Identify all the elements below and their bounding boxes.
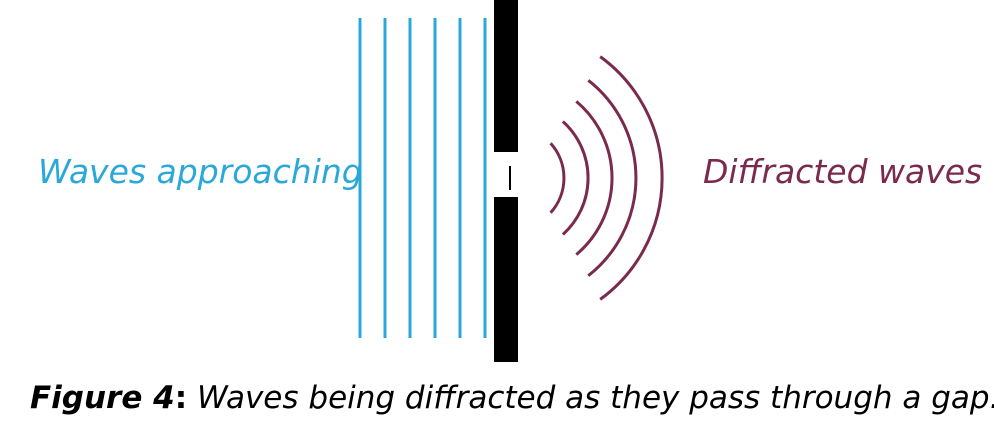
barrier-upper-section xyxy=(494,0,518,152)
incoming-wavefronts xyxy=(358,18,487,338)
diffracted-wavefronts xyxy=(549,55,664,301)
diffracted-wavefront xyxy=(549,142,566,214)
diffracted-waves-label: Diffracted waves xyxy=(703,152,983,191)
diffracted-wavefront xyxy=(587,79,638,277)
diffracted-wavefront xyxy=(561,120,590,236)
barrier-lower-section xyxy=(494,197,518,362)
diffraction-diagram xyxy=(358,0,664,362)
figure-number: Figure 4 xyxy=(30,380,175,416)
diffracted-wavefront xyxy=(575,100,614,256)
caption-separator: : xyxy=(174,380,188,416)
incoming-waves-label: Waves approaching xyxy=(38,152,363,191)
caption-text: Waves being diffracted as they pass thro… xyxy=(187,380,994,416)
figure-caption: Figure 4: Waves being diffracted as they… xyxy=(30,380,994,416)
barrier xyxy=(494,0,518,362)
diffracted-wavefront xyxy=(599,55,664,301)
